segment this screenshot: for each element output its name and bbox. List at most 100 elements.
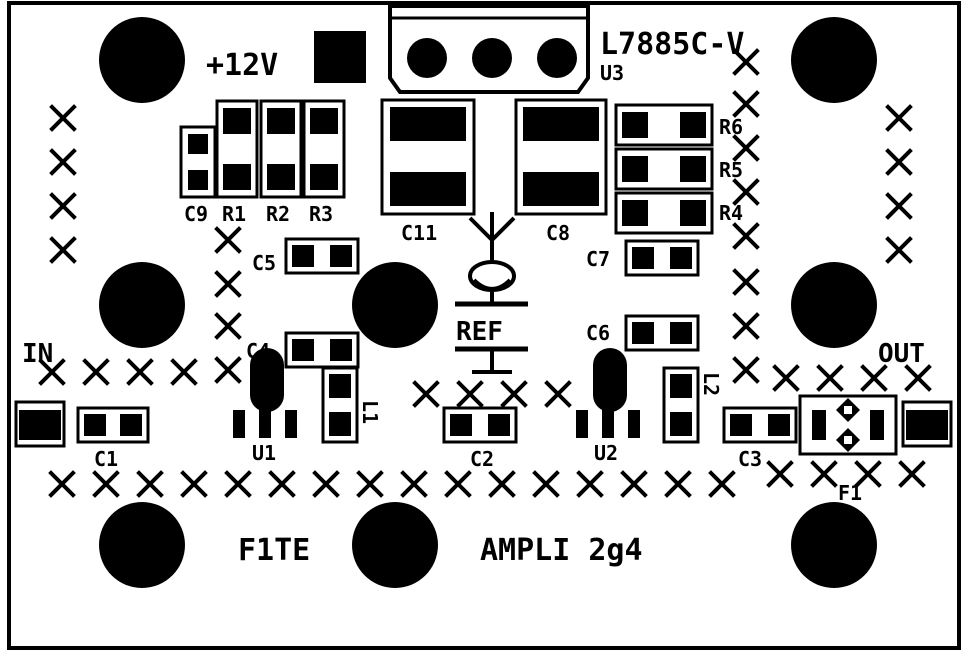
- capacitor-c4: [284, 331, 360, 369]
- hole-mid-left: [99, 262, 185, 348]
- transistor-u2: [576, 348, 640, 438]
- label-r6: R6: [719, 115, 743, 139]
- supply-label: +12V: [206, 48, 278, 83]
- via-cross: [732, 222, 760, 250]
- resistor-r3: [302, 99, 346, 199]
- hole-top-left: [99, 17, 185, 103]
- label-c3: C3: [738, 447, 762, 471]
- capacitor-c6: [624, 314, 700, 352]
- via-cross: [49, 192, 77, 220]
- label-c5: C5: [252, 251, 276, 275]
- label-c11: C11: [401, 221, 437, 245]
- via-cross: [732, 90, 760, 118]
- via-cross: [904, 364, 932, 392]
- via-cross: [708, 470, 736, 498]
- via-cross: [576, 470, 604, 498]
- capacitor-c8: [514, 98, 608, 216]
- label-c7: C7: [586, 247, 610, 271]
- via-cross: [488, 470, 516, 498]
- via-cross: [356, 470, 384, 498]
- label-u1: U1: [252, 441, 276, 465]
- label-c8: C8: [546, 221, 570, 245]
- label-l2: L2: [699, 372, 723, 396]
- label-r3: R3: [309, 202, 333, 226]
- hole-bottom-center: [352, 502, 438, 588]
- footer-right-label: AMPLI 2g4: [480, 533, 643, 568]
- footer-left-label: F1TE: [238, 533, 310, 568]
- resistor-r4: [614, 191, 714, 235]
- via-cross: [854, 460, 882, 488]
- capacitor-c5: [284, 237, 360, 275]
- via-cross: [732, 48, 760, 76]
- via-cross: [500, 380, 528, 408]
- via-cross: [224, 470, 252, 498]
- via-cross: [898, 460, 926, 488]
- regulator-ref-label: U3: [600, 61, 624, 85]
- via-cross: [136, 470, 164, 498]
- regulator-u3: [388, 4, 590, 94]
- via-cross: [268, 470, 296, 498]
- via-cross: [544, 380, 572, 408]
- hole-mid-right: [791, 262, 877, 348]
- inductor-l1: [321, 366, 359, 444]
- via-cross: [180, 470, 208, 498]
- via-cross: [456, 380, 484, 408]
- label-r2: R2: [266, 202, 290, 226]
- input-label: IN: [22, 339, 53, 369]
- regulator-part-label: L7885C-V: [600, 27, 745, 62]
- via-cross: [92, 470, 120, 498]
- power-pad: [314, 31, 366, 83]
- resistor-r6: [614, 103, 714, 147]
- hole-bottom-right: [791, 502, 877, 588]
- via-cross: [444, 470, 472, 498]
- via-cross: [732, 178, 760, 206]
- capacitor-c3: [722, 406, 798, 444]
- via-cross: [49, 148, 77, 176]
- ref-symbol: [455, 212, 528, 374]
- resistor-r5: [614, 147, 714, 191]
- label-u2: U2: [594, 441, 618, 465]
- label-l1: L1: [358, 400, 382, 424]
- via-cross: [214, 312, 242, 340]
- via-cross: [49, 236, 77, 264]
- label-f1: F1: [838, 481, 862, 505]
- via-cross: [732, 268, 760, 296]
- label-c2: C2: [470, 447, 494, 471]
- label-c9: C9: [184, 202, 208, 226]
- via-cross: [664, 470, 692, 498]
- via-cross: [732, 356, 760, 384]
- board-outline: [7, 1, 961, 650]
- via-cross: [885, 104, 913, 132]
- via-cross: [312, 470, 340, 498]
- via-cross: [38, 358, 66, 386]
- via-cross: [772, 364, 800, 392]
- capacitor-c1: [76, 406, 150, 444]
- resistor-r2: [259, 99, 303, 199]
- via-cross: [816, 364, 844, 392]
- output-label: OUT: [878, 339, 925, 369]
- inductor-l2: [662, 366, 700, 444]
- via-cross: [214, 226, 242, 254]
- via-cross: [214, 270, 242, 298]
- ref-label: REF: [456, 317, 503, 347]
- hole-top-right: [791, 17, 877, 103]
- via-cross: [126, 358, 154, 386]
- via-cross: [860, 364, 888, 392]
- filter-f1: [798, 394, 898, 456]
- via-cross: [885, 148, 913, 176]
- via-cross: [400, 470, 428, 498]
- via-cross: [732, 312, 760, 340]
- label-c1: C1: [94, 447, 118, 471]
- resistor-r1: [215, 99, 259, 199]
- output-connector: [901, 400, 953, 448]
- via-cross: [620, 470, 648, 498]
- via-markers: [38, 48, 932, 498]
- via-cross: [732, 134, 760, 162]
- via-cross: [885, 192, 913, 220]
- input-connector: [14, 400, 66, 448]
- capacitor-c7: [624, 239, 700, 277]
- label-r1: R1: [222, 202, 246, 226]
- via-cross: [532, 470, 560, 498]
- via-cross: [82, 358, 110, 386]
